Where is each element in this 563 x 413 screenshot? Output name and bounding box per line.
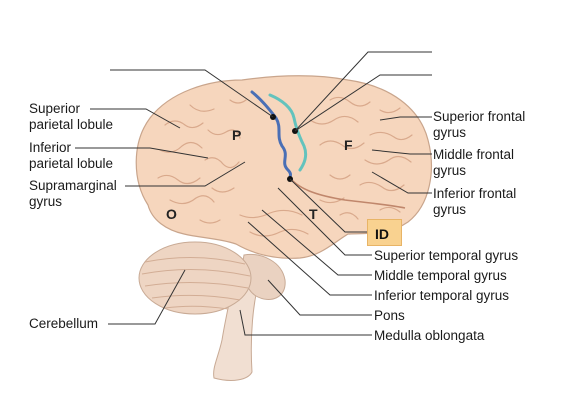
gyri-texture <box>157 96 413 237</box>
label-medulla-oblongata: Medulla oblongata <box>374 328 485 343</box>
cerebellum-shape <box>138 241 252 315</box>
parietal-lobe-letter: P <box>232 127 242 143</box>
central-sulcus-marker <box>250 90 292 180</box>
cerebellum-folia <box>141 256 251 310</box>
label-line: parietal lobule <box>29 117 114 132</box>
label-superior-frontal-gyrus: Superior frontal gyrus <box>433 109 525 141</box>
temporal-lobe-letter: T <box>309 206 318 222</box>
occipital-lobe-letter: O <box>166 206 177 222</box>
lateral-sulcus <box>289 177 406 209</box>
label-line: Supramarginal <box>29 178 117 193</box>
label-line: Inferior <box>29 140 72 155</box>
label-line: gyrus <box>433 163 467 178</box>
label-supramarginal-gyrus: Supramarginal gyrus <box>29 178 117 210</box>
answer-box[interactable]: ID <box>367 219 402 246</box>
label-superior-temporal-gyrus: Superior temporal gyrus <box>374 248 519 263</box>
label-line: gyrus <box>433 202 467 217</box>
leader-lines <box>75 51 432 336</box>
label-superior-parietal-lobule: Superior parietal lobule <box>29 101 113 133</box>
frontal-lobe-letter: F <box>344 137 353 153</box>
label-line: Superior <box>29 101 81 116</box>
label-line: Superior frontal <box>433 109 526 124</box>
label-line: gyrus <box>433 125 467 140</box>
precentral-sulcus-marker <box>268 93 308 172</box>
label-middle-temporal-gyrus: Middle temporal gyrus <box>374 268 507 283</box>
medulla-oblongata-shape <box>213 261 263 381</box>
label-line: parietal lobule <box>29 156 114 171</box>
label-inferior-frontal-gyrus: Inferior frontal gyrus <box>433 186 516 218</box>
label-inferior-temporal-gyrus: Inferior temporal gyrus <box>374 288 510 303</box>
label-cerebellum: Cerebellum <box>29 316 99 331</box>
label-line: Inferior frontal <box>433 186 517 201</box>
label-line: Middle frontal <box>433 147 515 162</box>
label-pons: Pons <box>374 308 405 323</box>
label-middle-frontal-gyrus: Middle frontal gyrus <box>433 147 514 179</box>
label-line: gyrus <box>29 194 63 209</box>
label-inferior-parietal-lobule: Inferior parietal lobule <box>29 140 113 172</box>
